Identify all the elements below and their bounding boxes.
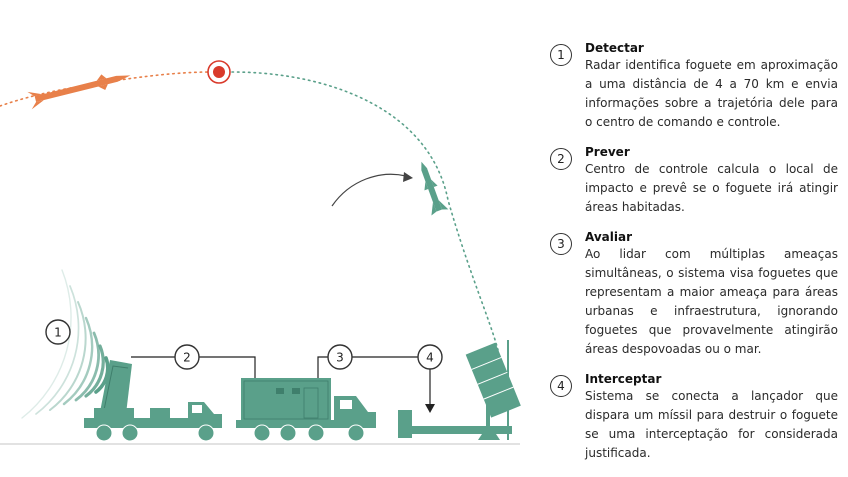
diagram-marker-2: 2 <box>174 344 200 370</box>
curved-arrow-icon <box>331 173 407 207</box>
diagram-marker-1: 1 <box>45 319 71 345</box>
interceptor-trajectory <box>231 71 499 351</box>
interceptor-missile-icon <box>421 161 449 216</box>
iron-dome-diagram: 1 2 3 4 <box>0 60 521 445</box>
step-description: Centro de controle calcula o local de im… <box>585 162 838 214</box>
step-title: Avaliar <box>585 230 633 244</box>
svg-text:3: 3 <box>336 351 344 365</box>
curved-arrow-head-icon <box>403 172 413 182</box>
launcher-icon <box>398 340 521 440</box>
diagram-marker-3: 3 <box>327 344 353 370</box>
step-description: Ao lidar com múltiplas ameaças simultâne… <box>585 247 838 356</box>
step-evaluate: 3 Avaliar Ao lidar com múltiplas ameaças… <box>548 229 838 359</box>
radar-truck-icon <box>84 360 222 442</box>
arrow-to-launcher-icon <box>425 404 435 413</box>
step-title: Prever <box>585 145 630 159</box>
step-number: 4 <box>550 375 572 397</box>
step-intercept: 4 Interceptar Sistema se conecta a lança… <box>548 371 838 463</box>
command-truck-icon <box>236 378 376 442</box>
incoming-rocket-icon <box>27 74 131 110</box>
step-number: 1 <box>550 44 572 66</box>
diagram-marker-4: 4 <box>417 344 443 370</box>
svg-text:2: 2 <box>183 351 191 365</box>
svg-text:4: 4 <box>426 351 434 365</box>
svg-text:1: 1 <box>54 326 62 340</box>
step-number: 2 <box>550 148 572 170</box>
step-description: Radar identifica foguete em aproximação … <box>585 58 838 129</box>
step-number: 3 <box>550 233 572 255</box>
step-title: Detectar <box>585 41 644 55</box>
step-description: Sistema se conecta a lançador que dispar… <box>585 389 838 460</box>
step-predict: 2 Prever Centro de controle calcula o lo… <box>548 144 838 217</box>
step-detect: 1 Detectar Radar identifica foguete em a… <box>548 40 838 132</box>
step-title: Interceptar <box>585 372 662 386</box>
steps-list: 1 Detectar Radar identifica foguete em a… <box>548 40 838 475</box>
radar-waves-icon <box>21 269 110 419</box>
target-marker-icon <box>207 60 231 84</box>
